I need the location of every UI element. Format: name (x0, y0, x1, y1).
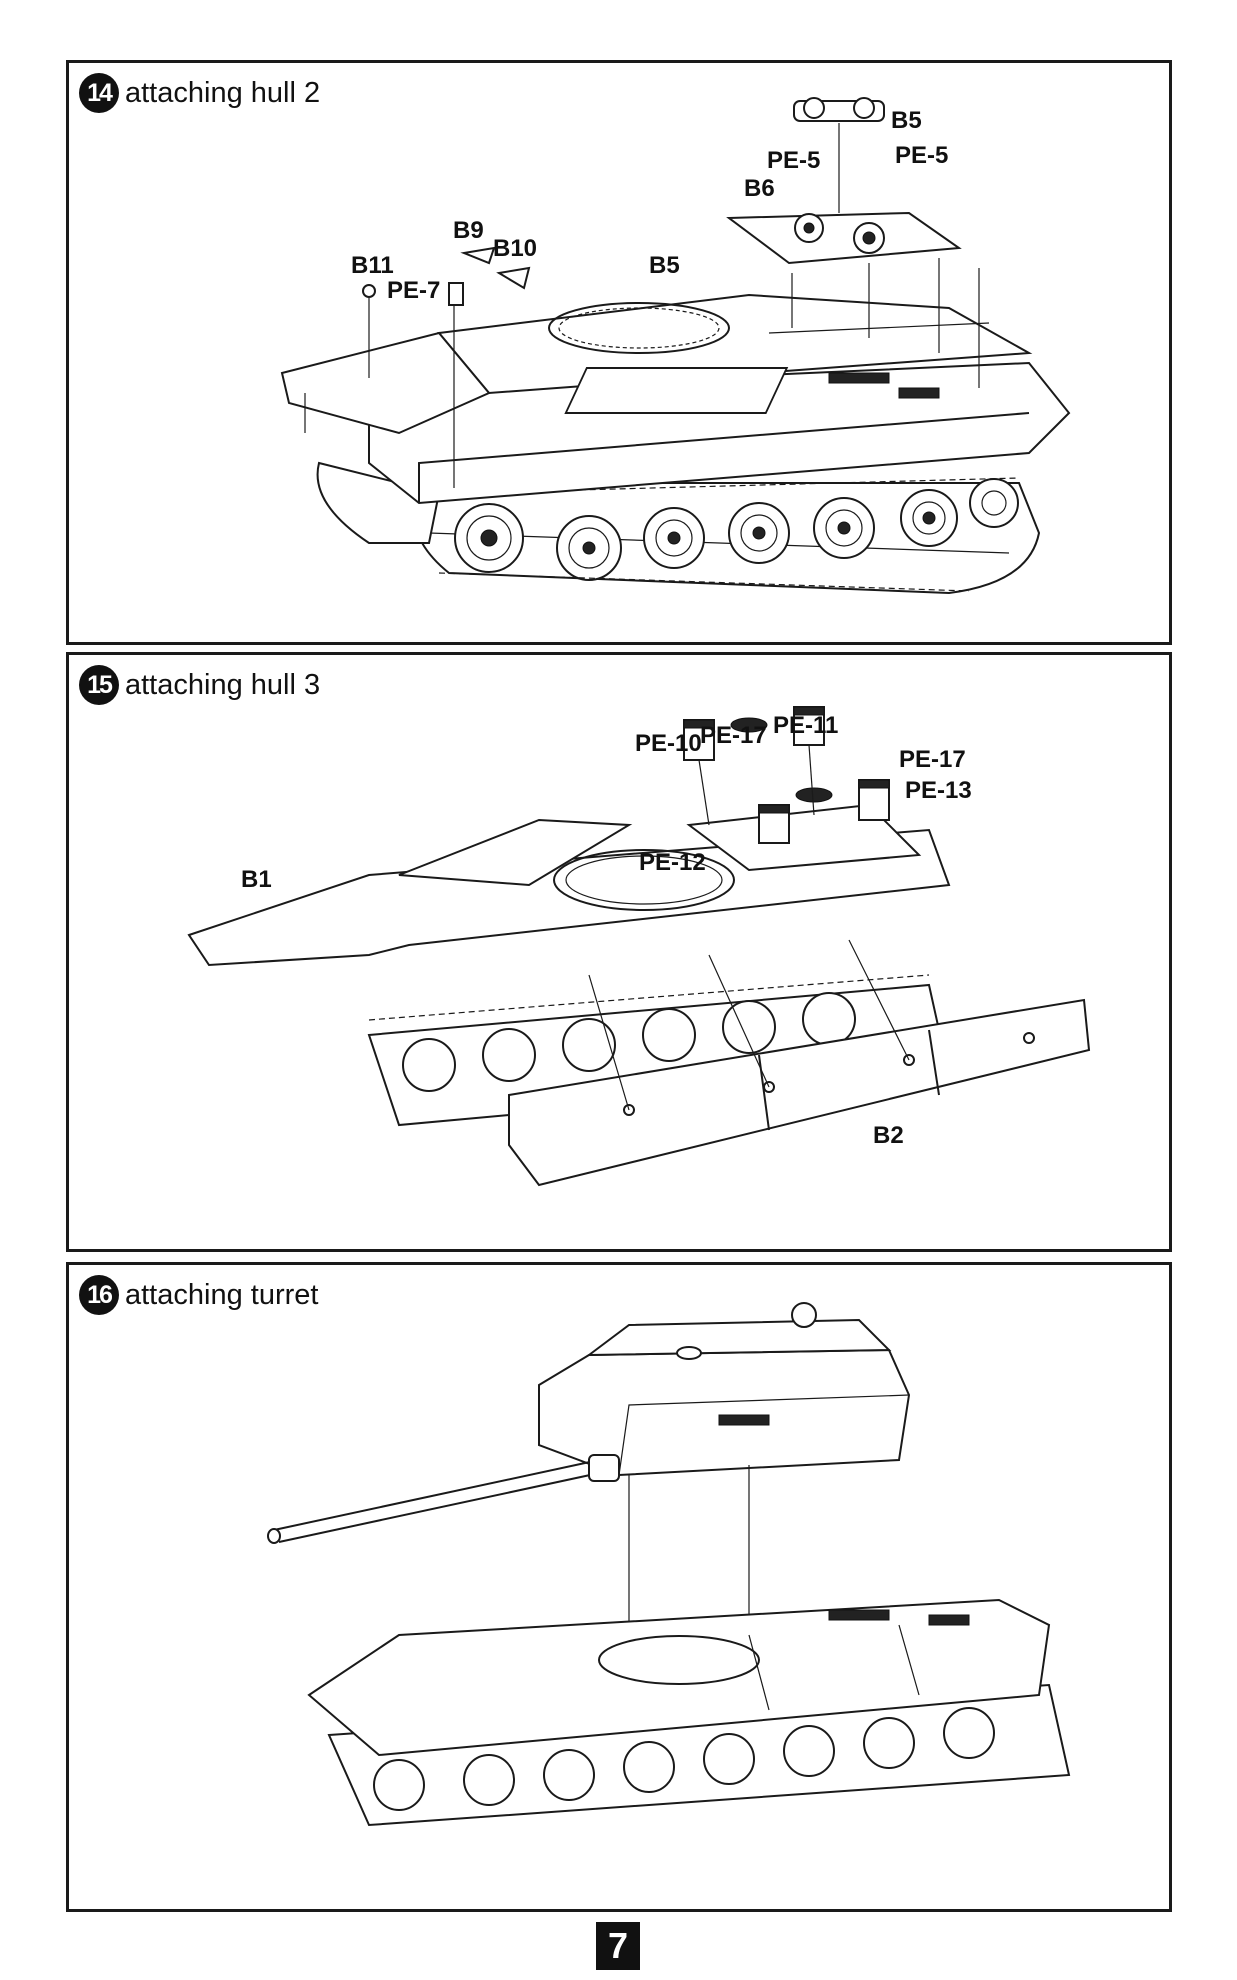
hull-body (307, 1598, 1051, 1757)
step-15-illustration: PE-11 PE-17 PE-10 PE-17 PE-13 PE-12 B1 B… (187, 706, 1091, 1187)
tank-running-gear (316, 461, 1041, 595)
step-15-title: attaching hull 3 (125, 668, 321, 701)
step-14-header: 14 attaching hull 2 (79, 73, 320, 113)
page-number: 7 (596, 1922, 640, 1970)
step-16-illustration (267, 1302, 1071, 1827)
step-15-header: 15 attaching hull 3 (79, 665, 320, 705)
turret (538, 1302, 911, 1477)
label-b11: B11 (351, 252, 394, 279)
label-b6: B6 (744, 175, 775, 202)
label-pe17-right: PE-17 (899, 746, 966, 773)
label-b2: B2 (873, 1122, 904, 1149)
engine-deck-part (726, 97, 962, 265)
small-parts (362, 246, 531, 306)
step-14-panel: 14 attaching hull 2 (66, 60, 1172, 645)
step-16-title: attaching turret (125, 1278, 319, 1311)
label-pe7: PE-7 (387, 277, 440, 304)
step-16-header: 16 attaching turret (79, 1275, 318, 1315)
gun-barrel (267, 1454, 620, 1544)
hull-body (187, 803, 951, 967)
step-15-number: 15 (79, 665, 119, 705)
step-16-number: 16 (79, 1275, 119, 1315)
label-pe11: PE-11 (773, 712, 838, 739)
label-b5-top: B5 (891, 107, 922, 134)
step-14-illustration: B5 PE-5 PE-5 B6 B9 B10 B11 PE-7 B5 (280, 97, 1071, 595)
label-b1: B1 (241, 866, 272, 893)
step-14-title: attaching hull 2 (125, 76, 321, 109)
assembly-arrows (304, 123, 980, 488)
label-b9: B9 (453, 217, 484, 244)
step-15-panel: 15 attaching hull 3 (66, 652, 1172, 1252)
tank-running-gear (327, 1683, 1071, 1827)
step-16-panel: 16 attaching turret (66, 1262, 1172, 1912)
label-b10: B10 (493, 235, 537, 262)
step-14-number: 14 (79, 73, 119, 113)
label-pe10: PE-10 (635, 730, 702, 757)
label-pe13: PE-13 (905, 777, 972, 804)
label-pe5-left: PE-5 (767, 147, 820, 174)
label-b5-hull: B5 (649, 252, 680, 279)
part-labels: B5 PE-5 PE-5 B6 B9 B10 B11 PE-7 B5 (351, 107, 948, 304)
hull-body (280, 293, 1071, 505)
assembly-arrows (588, 744, 910, 1111)
part-labels: PE-11 PE-17 PE-10 PE-17 PE-13 PE-12 B1 B… (241, 712, 972, 1149)
label-pe12: PE-12 (639, 849, 706, 876)
label-pe17-left: PE-17 (700, 722, 767, 749)
label-pe5-right: PE-5 (895, 142, 948, 169)
